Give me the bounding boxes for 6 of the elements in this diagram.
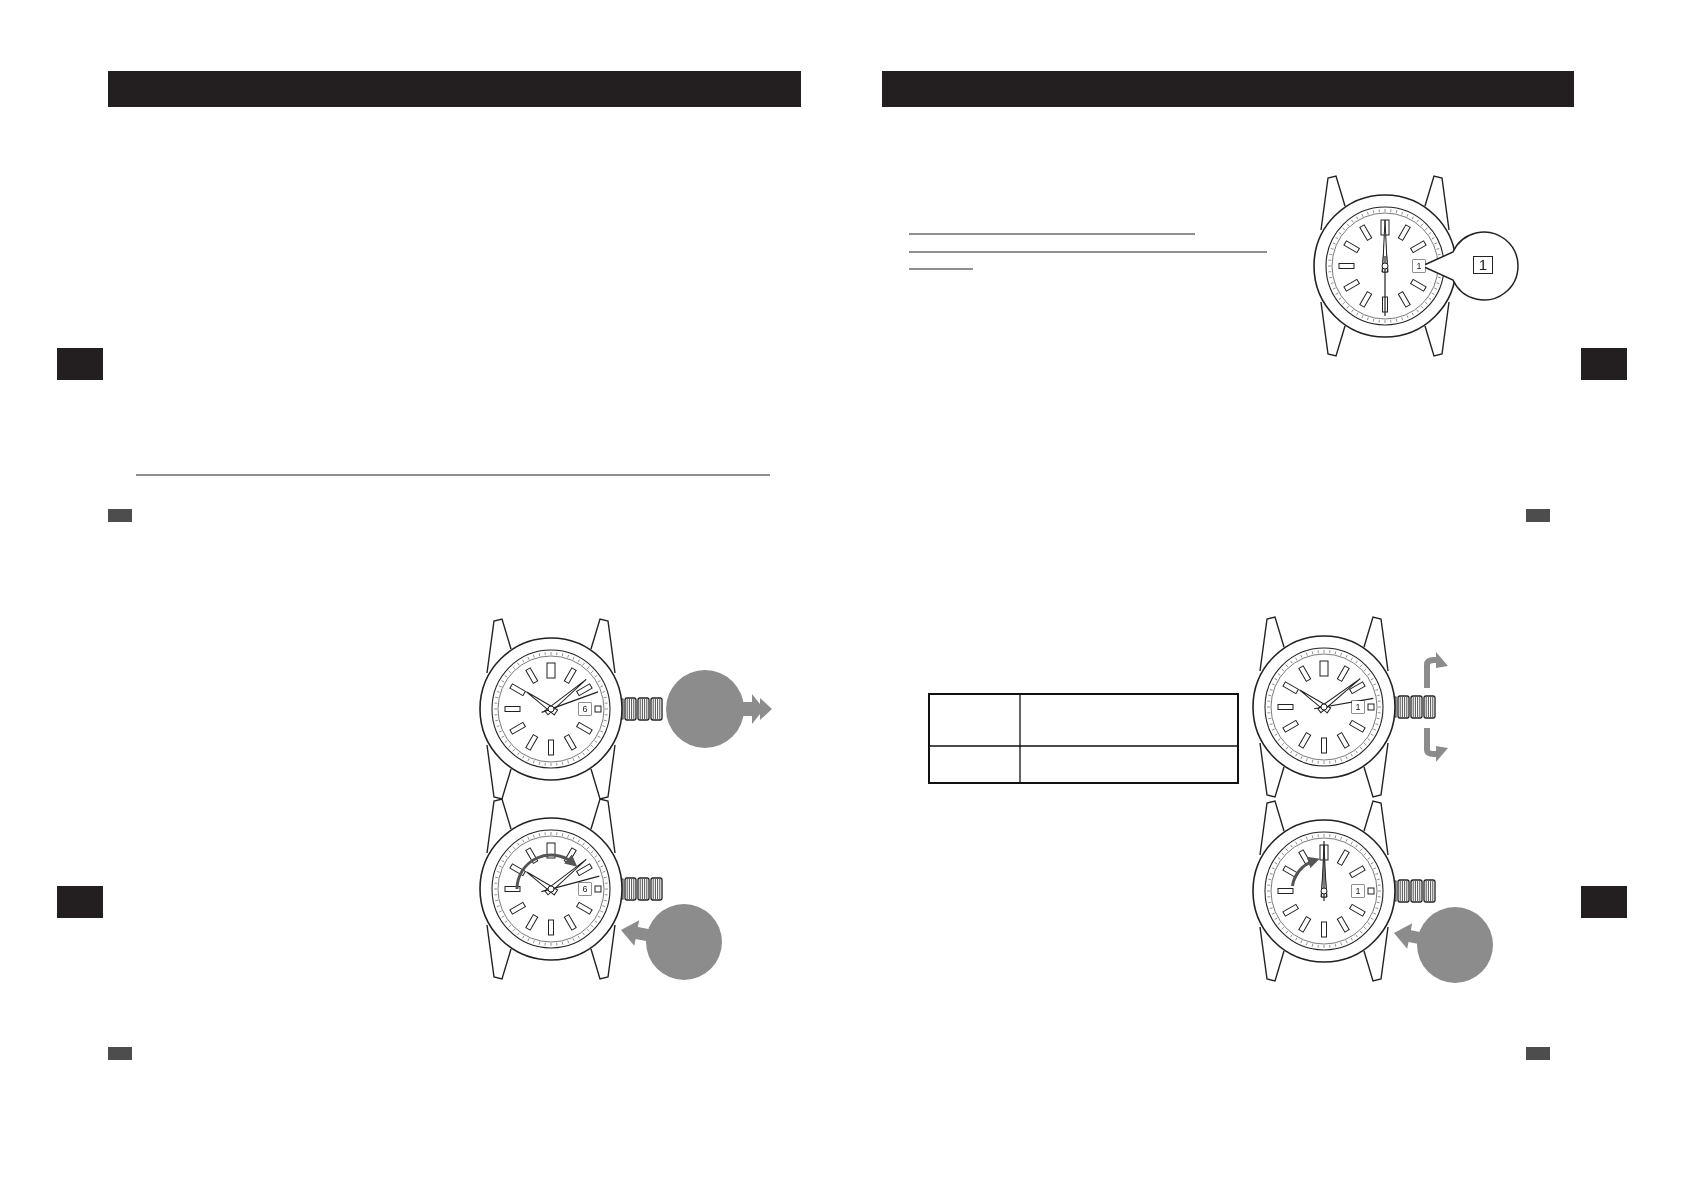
- date-numeral: 1: [1413, 260, 1425, 272]
- date-numeral: 1: [1352, 701, 1364, 713]
- date-numeral: 6: [579, 883, 591, 895]
- date-numeral: 6: [579, 703, 591, 715]
- callout-number: 1: [1473, 256, 1493, 274]
- date-numeral: 1: [1352, 885, 1364, 897]
